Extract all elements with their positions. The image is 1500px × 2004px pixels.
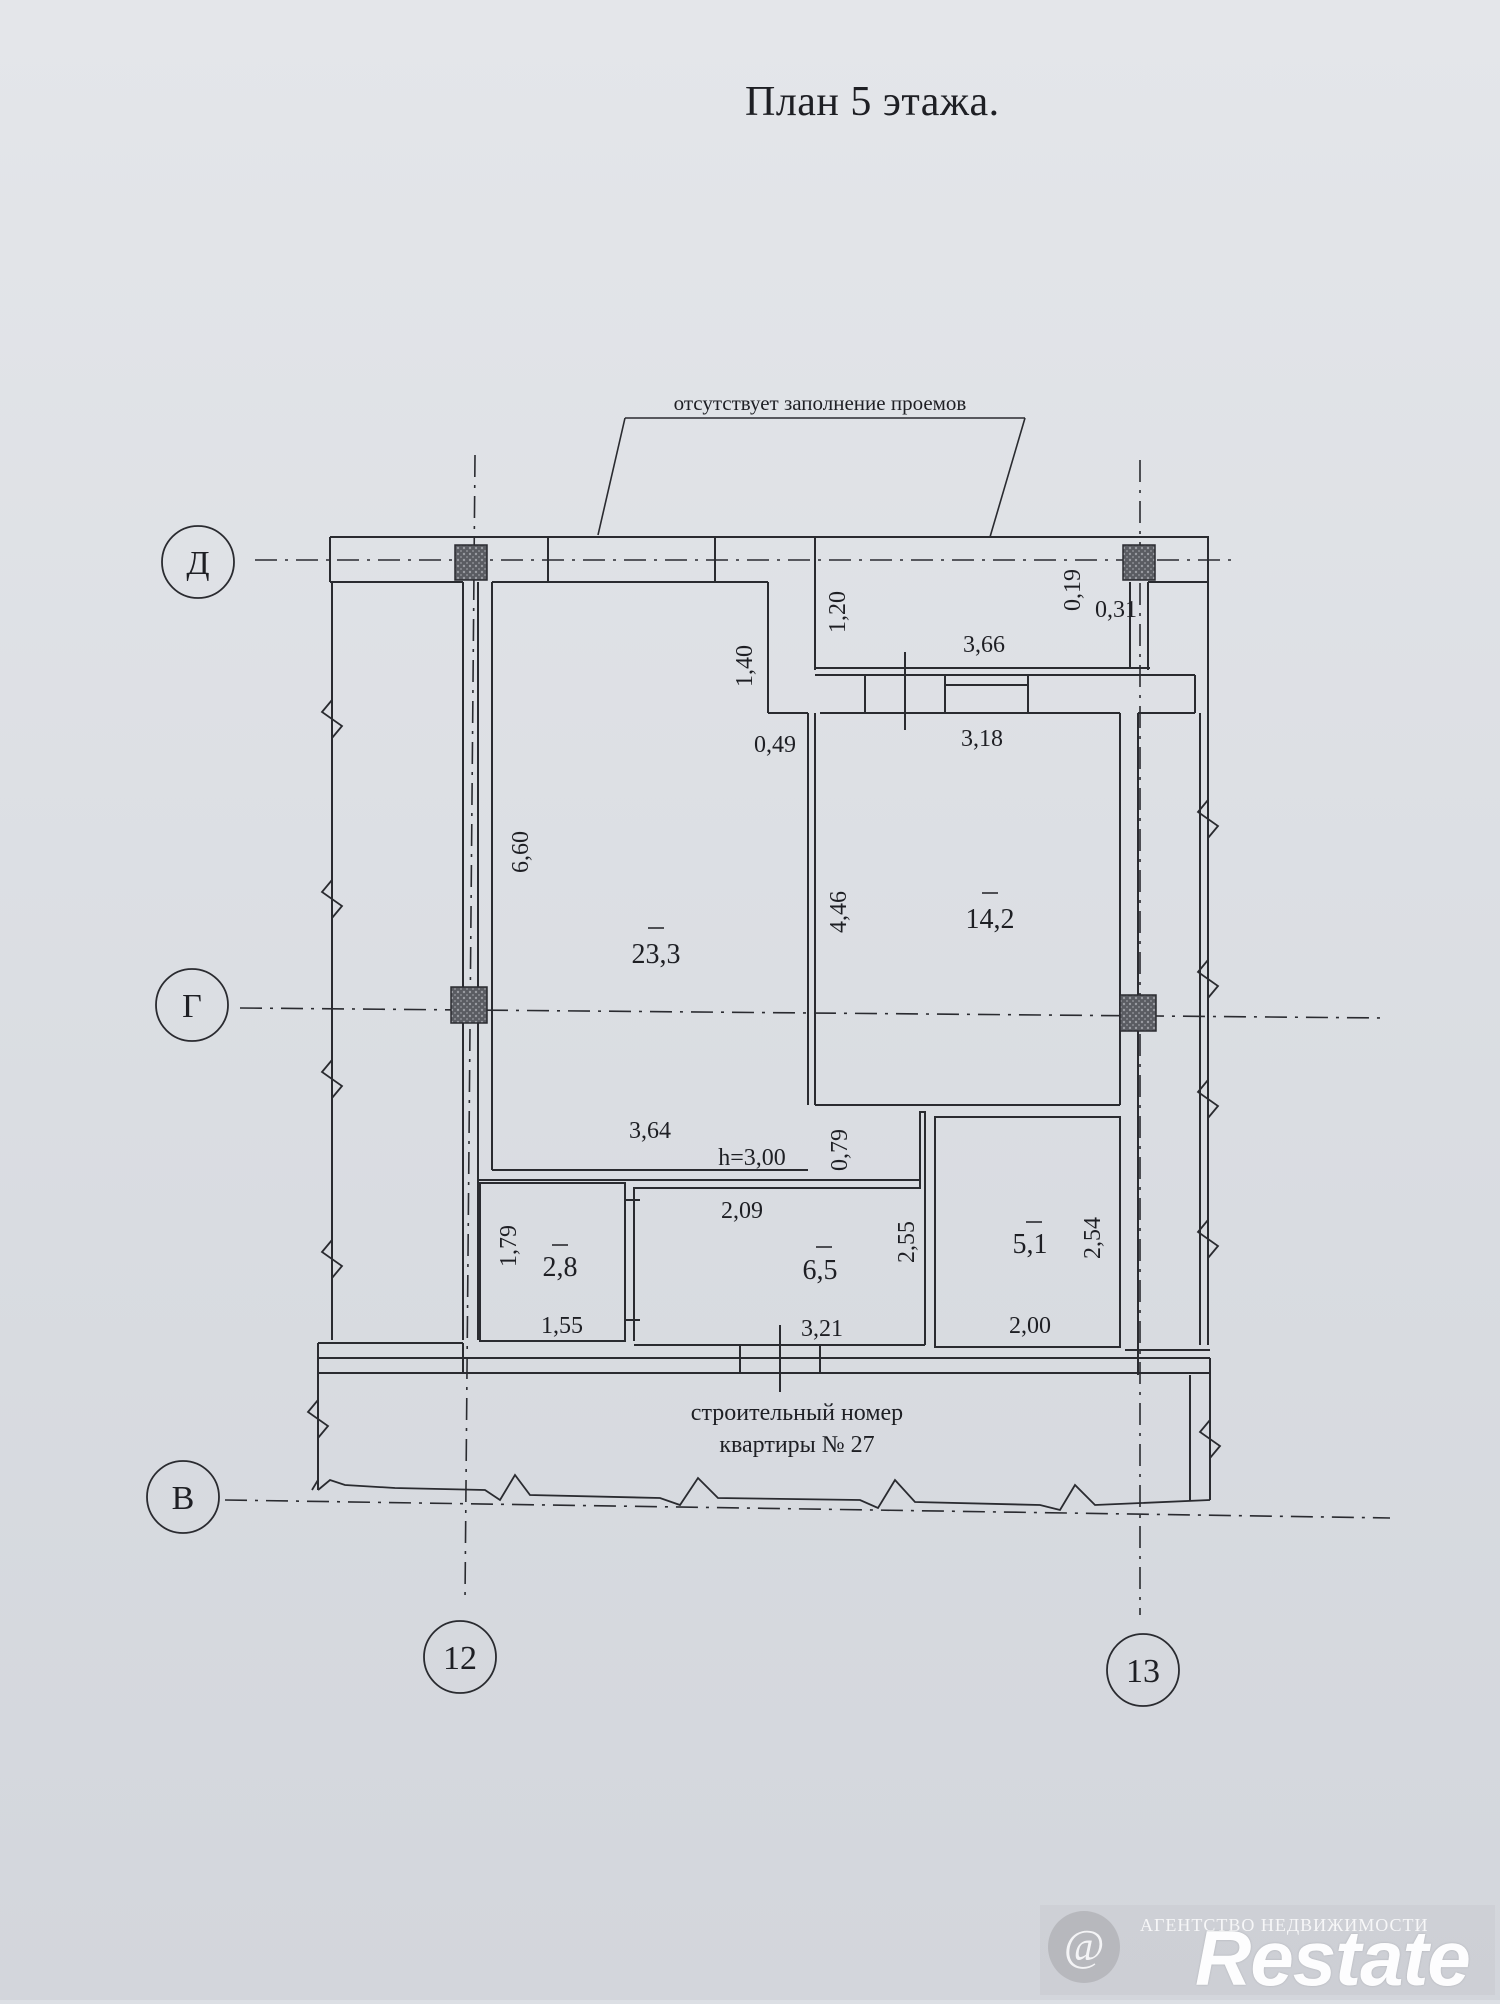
column-G12	[450, 986, 488, 1024]
axis-line-V	[224, 1499, 1391, 1519]
kitchen-area: 5,1	[1013, 1229, 1048, 1260]
bathroom-dim-bottom: 1,55	[541, 1313, 583, 1339]
bedroom-area: 14,2	[966, 904, 1015, 935]
hall-dim-bottom: 3,21	[801, 1316, 843, 1342]
grid-axis-lines	[224, 454, 1391, 1615]
corridor-dim-step-v: 1,40	[732, 645, 758, 687]
living-room-height: h=3,00	[718, 1145, 786, 1171]
columns	[450, 544, 1157, 1032]
apartment-note-line2: квартиры № 27	[719, 1432, 874, 1458]
hall-dim-right: 2,55	[894, 1221, 920, 1263]
living-room-dim-bottom: 3,64	[629, 1118, 671, 1144]
axis-label-G: Г	[182, 988, 202, 1025]
watermark: @ АГЕНТСТВО НЕДВИЖИМОСТИ Restate	[1040, 1905, 1495, 2002]
axis-bubble-G	[155, 968, 229, 1042]
axis-label-12: 12	[443, 1640, 477, 1677]
axis-bubble-13	[1106, 1633, 1180, 1707]
balcony-dim-right-v: 0,19	[1060, 569, 1086, 611]
bedroom-dim-top: 3,18	[961, 726, 1003, 752]
living-room-area: 23,3	[632, 939, 681, 970]
watermark-brand: Restate	[1195, 1914, 1471, 2002]
column-D12	[454, 544, 488, 581]
axis-label-13: 13	[1126, 1653, 1160, 1690]
balcony-dim-right-h: 0,31	[1095, 597, 1137, 623]
area-marks	[552, 892, 1042, 1248]
axis-bubble-12	[423, 1620, 497, 1694]
axis-line-G	[239, 1007, 1386, 1019]
openings-note: отсутствует заполнение проемов	[674, 391, 967, 415]
axis-bubble-V	[146, 1460, 220, 1534]
axis-bubble-D	[161, 525, 235, 599]
apartment-note-line1: строительный номер	[691, 1400, 903, 1426]
watermark-logo-icon: @	[1048, 1911, 1120, 1983]
axis-line-12	[464, 454, 476, 1601]
break-lines	[306, 650, 1222, 1512]
bathroom-area: 2,8	[543, 1252, 578, 1283]
column-G13	[1119, 994, 1157, 1032]
axis-label-D: Д	[186, 545, 209, 582]
kitchen-dim-bottom: 2,00	[1009, 1313, 1051, 1339]
page-title: План 5 этажа.	[745, 79, 1000, 125]
watermark-agency: АГЕНТСТВО НЕДВИЖИМОСТИ	[1140, 1915, 1429, 1935]
axis-label-V: В	[172, 1480, 195, 1517]
walls	[317, 536, 1211, 1500]
hall-dim-top: 2,09	[721, 1198, 763, 1224]
living-room-dim-left: 6,60	[508, 831, 534, 873]
hall-area: 6,5	[803, 1255, 838, 1286]
balcony-dim-bottom: 3,66	[963, 632, 1005, 658]
axis-bubbles	[146, 525, 1180, 1707]
openings-leader	[597, 417, 1026, 538]
hall-dim-offset: 0,79	[827, 1129, 853, 1171]
bedroom-dim-left: 4,46	[826, 891, 852, 933]
balcony-dim-left: 1,20	[825, 591, 851, 633]
column-D13	[1122, 544, 1156, 581]
corridor-dim-step-h: 0,49	[754, 732, 796, 758]
bathroom-dim-left: 1,79	[496, 1225, 522, 1267]
kitchen-dim-right: 2,54	[1080, 1217, 1106, 1259]
